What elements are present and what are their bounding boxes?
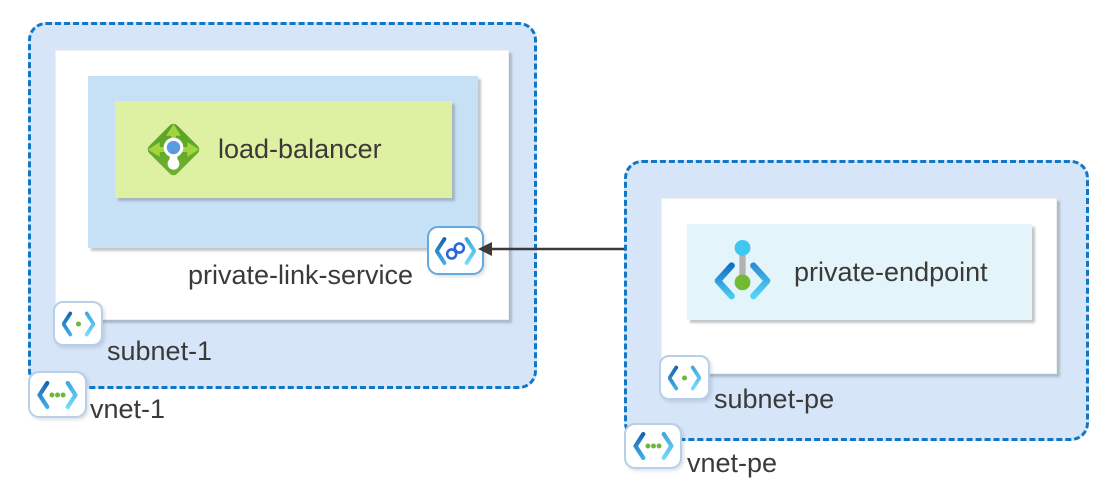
subnet-1-label: subnet-1 <box>107 336 213 366</box>
load-balancer-icon <box>142 118 205 181</box>
vnet-pe-label: vnet-pe <box>687 448 778 478</box>
vnet-icon <box>37 380 78 409</box>
vnet-icon <box>632 432 674 460</box>
private-link-icon <box>435 236 476 266</box>
vnet-1-label: vnet-1 <box>90 394 166 424</box>
private-endpoint-box: private-endpoint <box>687 224 1032 320</box>
load-balancer-box: load-balancer <box>115 101 452 198</box>
private-endpoint-icon <box>707 237 778 308</box>
load-balancer-label: load-balancer <box>218 134 382 164</box>
subnet-pe-badge <box>659 355 710 400</box>
private-endpoint-label: private-endpoint <box>794 256 988 287</box>
private-link-badge <box>427 226 484 275</box>
subnet-pe-label: subnet-pe <box>714 384 835 414</box>
subnet-icon <box>668 365 701 391</box>
vnet-1-badge <box>28 371 87 418</box>
vnet-pe-badge <box>624 423 682 469</box>
private-link-service-label: private-link-service <box>188 260 414 290</box>
subnet-1-badge <box>53 301 103 346</box>
subnet-icon <box>61 311 95 337</box>
